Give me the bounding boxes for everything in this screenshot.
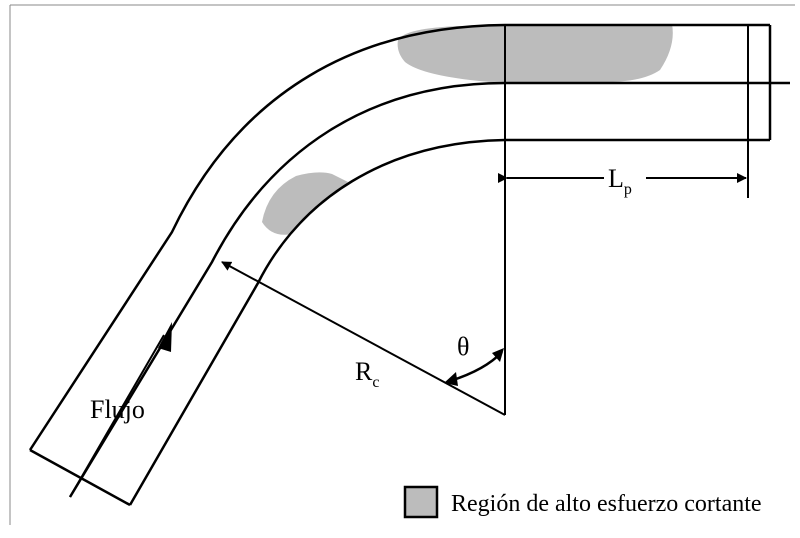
shear-region-outer bbox=[397, 24, 673, 84]
radius-label-sub: c bbox=[372, 374, 379, 391]
pipe-centerline bbox=[68, 81, 790, 498]
angle-arrow-left bbox=[444, 372, 458, 386]
angle-arrow-right bbox=[492, 348, 504, 362]
length-label-visible: Lp bbox=[608, 164, 632, 198]
figure-frame bbox=[9, 4, 795, 525]
flow-arrowhead bbox=[158, 322, 172, 352]
radius-arrow bbox=[221, 261, 506, 416]
radius-label-main: R bbox=[355, 357, 373, 386]
angle-label: θ bbox=[457, 332, 469, 361]
pipe-inlet-cap bbox=[29, 448, 131, 507]
length-label-sub-visible: p bbox=[624, 181, 632, 198]
shear-region-inner bbox=[262, 172, 348, 235]
flow-label: Flujo bbox=[90, 395, 145, 424]
pipe-inner-wall bbox=[128, 138, 770, 506]
pipe-outer-wall bbox=[28, 23, 770, 451]
flow-arrow bbox=[69, 334, 165, 498]
length-label-bg bbox=[604, 164, 646, 196]
legend-swatch bbox=[403, 485, 439, 519]
legend: Región de alto esfuerzo cortante bbox=[403, 485, 762, 519]
length-label-main-visible: L bbox=[608, 164, 624, 193]
radius-label: Rc bbox=[355, 357, 379, 391]
legend-text: Región de alto esfuerzo cortante bbox=[451, 491, 762, 517]
